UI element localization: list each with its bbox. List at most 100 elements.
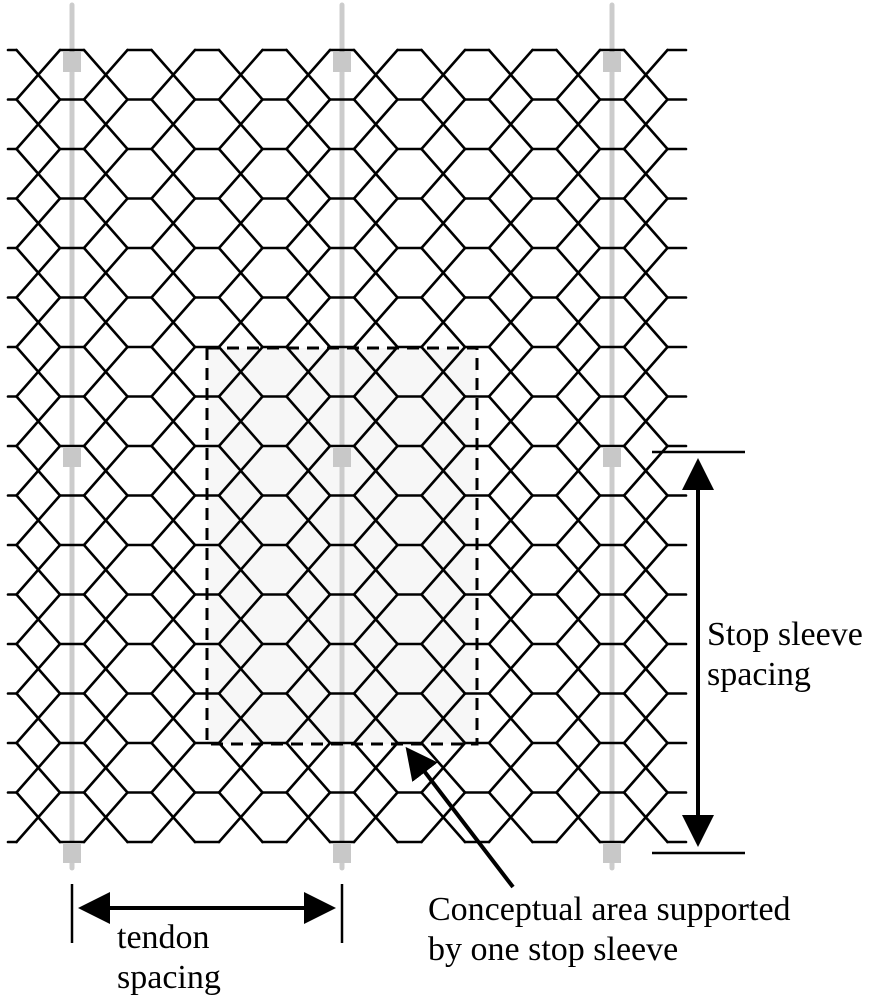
mesh-wire bbox=[555, 642, 602, 695]
mesh-wire bbox=[15, 395, 62, 448]
mesh-wire bbox=[352, 296, 399, 349]
mesh-wire bbox=[217, 395, 264, 448]
mesh-wire bbox=[150, 692, 197, 745]
mesh-wire bbox=[622, 494, 669, 547]
mesh-wire bbox=[15, 791, 62, 844]
mesh-wire bbox=[420, 543, 467, 596]
mesh-wire bbox=[285, 593, 332, 646]
mesh-wire bbox=[217, 444, 264, 497]
mesh-wire bbox=[82, 147, 129, 200]
stop-sleeve bbox=[63, 843, 81, 863]
mesh-wire bbox=[555, 444, 602, 497]
mesh-wire bbox=[622, 692, 669, 745]
mesh-wire bbox=[150, 98, 197, 151]
mesh-wire bbox=[352, 692, 399, 745]
mesh-wire bbox=[622, 246, 669, 299]
stop-sleeve bbox=[63, 447, 81, 467]
mesh-wire bbox=[555, 48, 602, 101]
mesh-wire bbox=[285, 444, 332, 497]
mesh-wire bbox=[622, 593, 669, 646]
mesh-wire bbox=[82, 48, 129, 101]
mesh-wire bbox=[82, 692, 129, 745]
mesh-wire bbox=[420, 246, 467, 299]
mesh-wire bbox=[555, 345, 602, 398]
mesh-wire bbox=[15, 692, 62, 745]
conceptual-area-label-line2: by one stop sleeve bbox=[428, 931, 678, 968]
stop-sleeve bbox=[603, 447, 621, 467]
mesh-wire bbox=[217, 345, 264, 398]
stop-sleeve bbox=[333, 447, 351, 467]
mesh-wire bbox=[82, 345, 129, 398]
mesh-wire bbox=[352, 494, 399, 547]
mesh-wire bbox=[420, 692, 467, 745]
mesh-wire bbox=[285, 791, 332, 844]
mesh-wire bbox=[82, 395, 129, 448]
mesh-wire bbox=[285, 48, 332, 101]
tendon-spacing-label: tendon spacing bbox=[117, 919, 221, 996]
mesh-wire bbox=[150, 395, 197, 448]
mesh-wire bbox=[555, 791, 602, 844]
mesh-wire bbox=[285, 296, 332, 349]
conceptual-area-pointer-arrow bbox=[405, 746, 515, 889]
mesh-wire bbox=[15, 98, 62, 151]
mesh-wire bbox=[420, 296, 467, 349]
mesh-wire bbox=[352, 246, 399, 299]
mesh-wire bbox=[622, 147, 669, 200]
mesh-wire bbox=[15, 494, 62, 547]
mesh-wire bbox=[352, 395, 399, 448]
mesh-wire bbox=[555, 296, 602, 349]
mesh-wire bbox=[555, 197, 602, 250]
mesh-wire bbox=[420, 791, 467, 844]
mesh-wire bbox=[352, 147, 399, 200]
mesh-wire bbox=[487, 444, 534, 497]
tendon-spacing-label-line2: spacing bbox=[117, 959, 221, 996]
mesh-wire bbox=[420, 48, 467, 101]
wire-mesh bbox=[6, 48, 688, 844]
mesh-wire bbox=[285, 246, 332, 299]
mesh-wire bbox=[15, 741, 62, 794]
mesh-wire bbox=[150, 642, 197, 695]
mesh-wire bbox=[285, 98, 332, 151]
mesh-wire bbox=[15, 296, 62, 349]
mesh-wire bbox=[285, 345, 332, 398]
mesh-wire bbox=[285, 147, 332, 200]
mesh-wire bbox=[487, 296, 534, 349]
mesh-wire bbox=[352, 543, 399, 596]
mesh-wire bbox=[487, 345, 534, 398]
mesh-wire bbox=[487, 543, 534, 596]
mesh-wire bbox=[217, 741, 264, 794]
mesh-wire bbox=[82, 98, 129, 151]
mesh-wire bbox=[15, 197, 62, 250]
mesh-wire bbox=[420, 593, 467, 646]
mesh-wire bbox=[555, 692, 602, 745]
mesh-wire bbox=[285, 741, 332, 794]
mesh-wire bbox=[420, 197, 467, 250]
mesh-wire bbox=[622, 98, 669, 151]
stop-sleeve-spacing-dimension bbox=[652, 450, 745, 855]
tendon-spacing-label-line1: tendon bbox=[117, 919, 210, 956]
mesh-wire bbox=[420, 494, 467, 547]
mesh-wire bbox=[150, 593, 197, 646]
mesh-wire bbox=[420, 444, 467, 497]
mesh-wire bbox=[352, 444, 399, 497]
stop-sleeve bbox=[603, 52, 621, 72]
mesh-wire bbox=[217, 48, 264, 101]
mesh-wire bbox=[15, 246, 62, 299]
mesh-wire bbox=[555, 543, 602, 596]
mesh-wire bbox=[82, 741, 129, 794]
mesh-wire bbox=[622, 345, 669, 398]
mesh-wire bbox=[420, 345, 467, 398]
mesh-wire bbox=[82, 444, 129, 497]
mesh-wire bbox=[15, 444, 62, 497]
mesh-wire bbox=[352, 741, 399, 794]
mesh-wire bbox=[82, 791, 129, 844]
mesh-wire bbox=[150, 741, 197, 794]
mesh-wire bbox=[555, 246, 602, 299]
mesh-wire bbox=[285, 494, 332, 547]
tendons bbox=[69, 2, 615, 871]
stop-sleeve bbox=[333, 843, 351, 863]
mesh-wire bbox=[15, 593, 62, 646]
mesh-wire bbox=[15, 543, 62, 596]
mesh-wire bbox=[15, 48, 62, 101]
mesh-wire bbox=[352, 642, 399, 695]
